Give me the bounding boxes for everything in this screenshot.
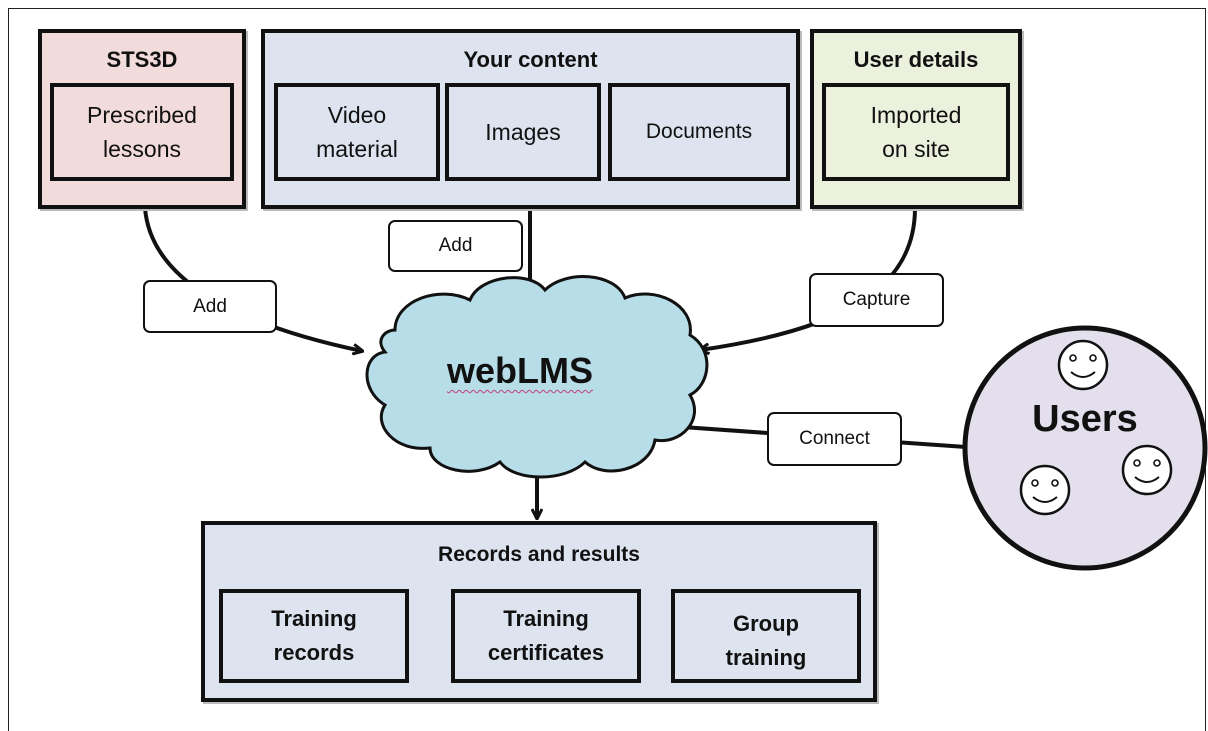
training-records-box: Training records [219, 589, 409, 683]
edge-label-add-top: Add [388, 220, 523, 272]
edge-label-connect: Connect [767, 412, 902, 466]
user-details-box: User details Imported on site [810, 29, 1022, 209]
sts3d-title: STS3D [106, 47, 178, 72]
smiley-icon [1019, 464, 1071, 516]
documents-box: Documents [608, 83, 790, 181]
users-label: Users [1032, 398, 1138, 440]
your-content-box: Your content Video material Images Docum… [261, 29, 800, 209]
prescribed-lessons-line-2: lessons [103, 136, 181, 162]
smiley-icon [1057, 339, 1109, 391]
prescribed-lessons-box: Prescribed lessons [50, 83, 234, 181]
group-training-box: Group training [671, 589, 861, 683]
sts3d-box: STS3D Prescribed lessons [38, 29, 246, 209]
smiley-icon [1121, 444, 1173, 496]
training-records-line-1: Training [271, 605, 357, 631]
images-box: Images [445, 83, 601, 181]
imported-on-site-line-2: on site [882, 136, 950, 162]
users-node [962, 325, 1208, 571]
group-training-line-1: Group [732, 610, 799, 636]
video-material-line-2: material [316, 136, 398, 162]
training-certificates-box: Training certificates [451, 589, 641, 683]
imported-on-site-box: Imported on site [822, 83, 1010, 181]
prescribed-lessons-line-1: Prescribed [87, 101, 197, 128]
weblms-label: webLMS [446, 350, 593, 391]
imported-on-site-line-1: Imported [870, 101, 962, 128]
edge-label-capture: Capture [809, 273, 944, 327]
group-training-line-2: training [725, 645, 807, 670]
cloud-shape [365, 275, 709, 479]
training-certificates-line-2: certificates [487, 640, 605, 665]
user-details-title: User details [853, 47, 979, 72]
your-content-title: Your content [463, 47, 598, 72]
records-results-box: Records and results Training records Tra… [201, 521, 877, 702]
video-material-line-1: Video [327, 101, 387, 128]
training-certificates-line-1: Training [503, 605, 589, 631]
weblms-cloud [365, 275, 709, 479]
documents-label: Documents [645, 120, 753, 144]
video-material-box: Video material [274, 83, 440, 181]
training-records-line-2: records [273, 640, 355, 665]
diagram-frame [8, 8, 1206, 731]
records-results-title: Records and results [438, 543, 640, 566]
users-circle [962, 325, 1208, 571]
images-label: Images [485, 118, 561, 145]
edge-label-add-left: Add [143, 280, 277, 333]
